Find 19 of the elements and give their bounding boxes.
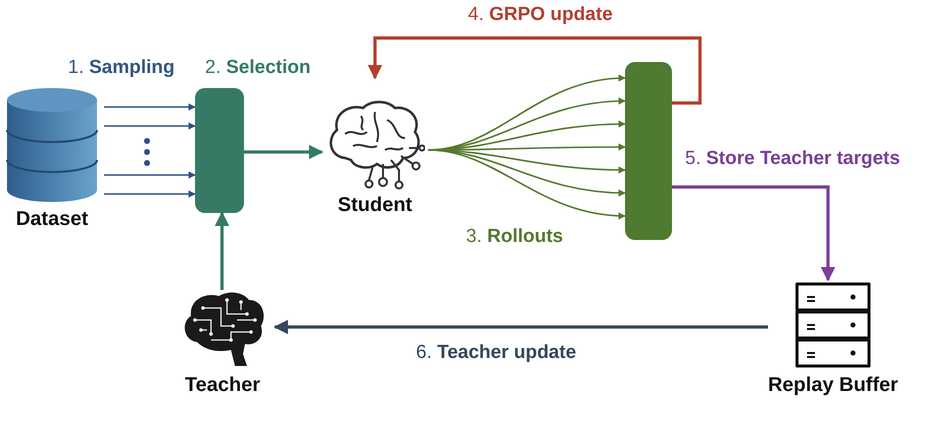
arrow [368, 36, 702, 105]
edge-label: 5. Store Teacher targets [683, 149, 902, 170]
process-bar [195, 88, 244, 213]
arrow [214, 212, 230, 290]
arrow [104, 171, 196, 179]
arrow [104, 190, 196, 198]
arrow [104, 103, 196, 111]
node-label: Dataset [16, 208, 88, 230]
process-bar [625, 62, 672, 240]
node-label: Teacher [184, 374, 260, 396]
node-label: Replay Buffer [768, 374, 898, 396]
arrow [274, 320, 768, 334]
arrow [104, 122, 196, 130]
arrow [672, 185, 836, 282]
edge-label: 6. Teacher update [414, 343, 578, 364]
arrow [244, 144, 324, 160]
node-label: Student [338, 194, 412, 216]
edge-label: 4. GRPO update [466, 5, 615, 26]
arrow [428, 149, 626, 220]
